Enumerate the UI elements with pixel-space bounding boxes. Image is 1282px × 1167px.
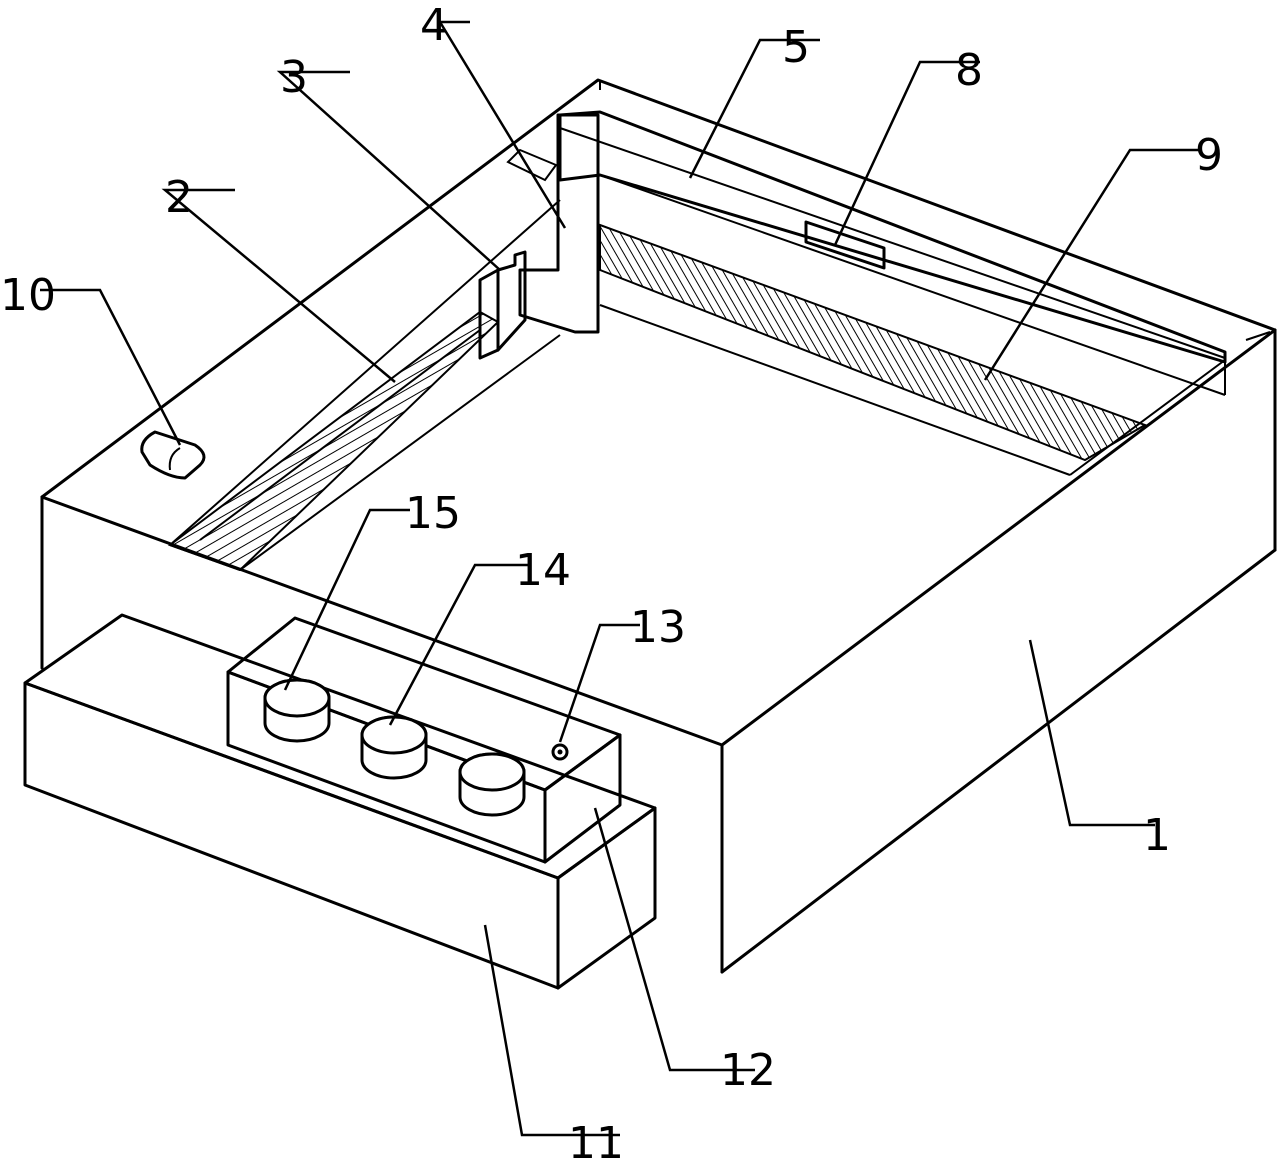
vertical-arm — [518, 113, 600, 334]
gantry-beam — [506, 110, 1227, 396]
part-labels: 1 2 3 4 5 8 9 10 11 12 13 14 15 — [0, 0, 1223, 1167]
label-5: 5 — [782, 22, 810, 73]
label-15: 15 — [405, 488, 461, 539]
label-11: 11 — [568, 1118, 624, 1167]
part-8 — [804, 220, 886, 270]
indicator-13 — [551, 743, 569, 761]
back-rail — [599, 223, 1148, 462]
label-8: 8 — [955, 45, 983, 96]
label-13: 13 — [630, 602, 686, 653]
control-panel — [226, 616, 622, 864]
label-9: 9 — [1195, 130, 1223, 181]
knob-3rd — [458, 752, 526, 817]
part-10-button — [140, 430, 206, 480]
label-3: 3 — [280, 52, 308, 103]
knob-14 — [360, 715, 428, 780]
label-14: 14 — [515, 545, 571, 596]
label-2: 2 — [165, 172, 193, 223]
knob-15 — [263, 678, 331, 743]
label-10: 10 — [0, 270, 56, 321]
label-1: 1 — [1143, 810, 1171, 861]
leader-lines — [40, 20, 1200, 1137]
label-12: 12 — [720, 1045, 776, 1096]
label-4: 4 — [420, 0, 448, 51]
front-base — [23, 613, 657, 990]
slider-block — [478, 250, 527, 360]
